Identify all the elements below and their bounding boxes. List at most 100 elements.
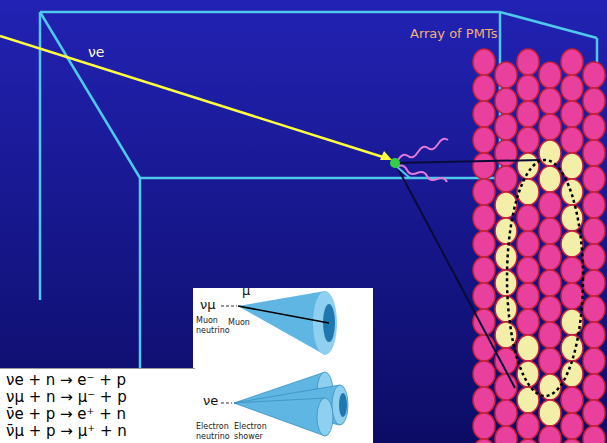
pmt-tube [473,231,495,257]
caption-label: Electron neutrino [196,422,230,442]
lepton-label: μ [242,283,250,298]
pmt-tube [583,400,605,426]
pmt-tube [539,88,561,114]
pmt-tube [495,114,517,140]
pmt-tube [539,348,561,374]
cherenkov-ring [507,160,583,396]
pmt-tube [539,244,561,270]
pmt-tube [583,270,605,296]
pmt-tube [473,205,495,231]
pmt-tube [583,88,605,114]
pmt-tube [517,439,539,443]
pmt-tube [517,387,539,413]
pmt-tube [539,192,561,218]
pmt-tube [583,140,605,166]
caption-label: Muon neutrino [196,316,226,336]
pmt-tube [473,101,495,127]
pmt-tube [517,127,539,153]
pmt-tube [583,114,605,140]
pmt-tube [473,361,495,387]
pmt-tube [561,231,583,257]
reaction-equation: ν̄e + p → e⁺ + n [6,406,189,423]
pmt-tube [561,49,583,75]
muon-cone [221,291,337,355]
pmt-tube [517,75,539,101]
pmt-tube [517,101,539,127]
pmt-tube [583,374,605,400]
pmt-tube [517,49,539,75]
pmt-tube [539,426,561,443]
pmt-tube [561,153,583,179]
muon-track [238,306,329,323]
pmt-tube [495,296,517,322]
pmt-tube [473,75,495,101]
pmt-tube [539,322,561,348]
pmt-tube [583,348,605,374]
neutrino-track [0,36,386,158]
pmt-tube [473,127,495,153]
cone-edge [395,163,515,388]
pmt-tube [539,296,561,322]
pmt-tube [583,62,605,88]
pmt-tube [495,166,517,192]
cone-mouth [332,385,348,425]
tank-edge [39,12,42,300]
neutrino-dash [221,306,237,307]
interaction-vertex [390,158,400,168]
pmt-tube [561,101,583,127]
pmt-tube [473,179,495,205]
pmt-tube [473,439,495,443]
pmt-tube [561,283,583,309]
pmt-tube [583,322,605,348]
reaction-equation: νe + n → e⁻ + p [6,372,189,389]
array-label: Array of PMTs [410,26,497,41]
pmt-tube [561,205,583,231]
reaction-equation: νμ + n → μ⁻ + p [6,389,189,406]
neutrino-label: νe [203,393,218,408]
pmt-tube [561,387,583,413]
pmt-tube [495,244,517,270]
neutrino-label: νe [88,44,104,60]
tank-edge [500,12,597,38]
pmt-tube [517,257,539,283]
reaction-panel: νe + n → e⁻ + pνμ + n → μ⁻ + pν̄e + p → … [0,368,195,443]
pmt-tube [517,283,539,309]
pmt-tube [539,400,561,426]
pmt-tube [583,166,605,192]
pmt-tube [583,296,605,322]
pmt-tube [539,218,561,244]
caption-label: Electron shower [234,422,268,442]
pmt-tube [539,270,561,296]
pmt-tube [473,413,495,439]
pmt-tube [583,192,605,218]
cherenkov-cone [395,160,583,396]
pmt-tube [495,218,517,244]
pmt-tube [495,62,517,88]
pmt-tube [517,231,539,257]
lepton-track [396,166,410,178]
pmt-tube [473,49,495,75]
neutrino-label: νμ [200,297,216,312]
pmt-tube [561,413,583,439]
pmt-tube [495,88,517,114]
photon-wave [398,139,448,160]
reaction-equation: ν̄μ + p → μ⁺ + n [6,423,189,440]
pmt-tube [561,439,583,443]
pmt-tube [495,140,517,166]
pmt-tube [583,218,605,244]
cone-mouth [317,398,333,436]
cone-body [238,291,325,355]
tank-edge [40,12,140,178]
caption-label: Muon [228,318,250,328]
pmt-tube [473,387,495,413]
pmt-tube [561,361,583,387]
pmt-tube [473,257,495,283]
pmt-tube [561,75,583,101]
pmt-tube [517,335,539,361]
pmt-tube [473,335,495,361]
pmt-tube [473,153,495,179]
pmt-tube [517,309,539,335]
pmt-tube [517,153,539,179]
pmt-array [473,49,605,443]
